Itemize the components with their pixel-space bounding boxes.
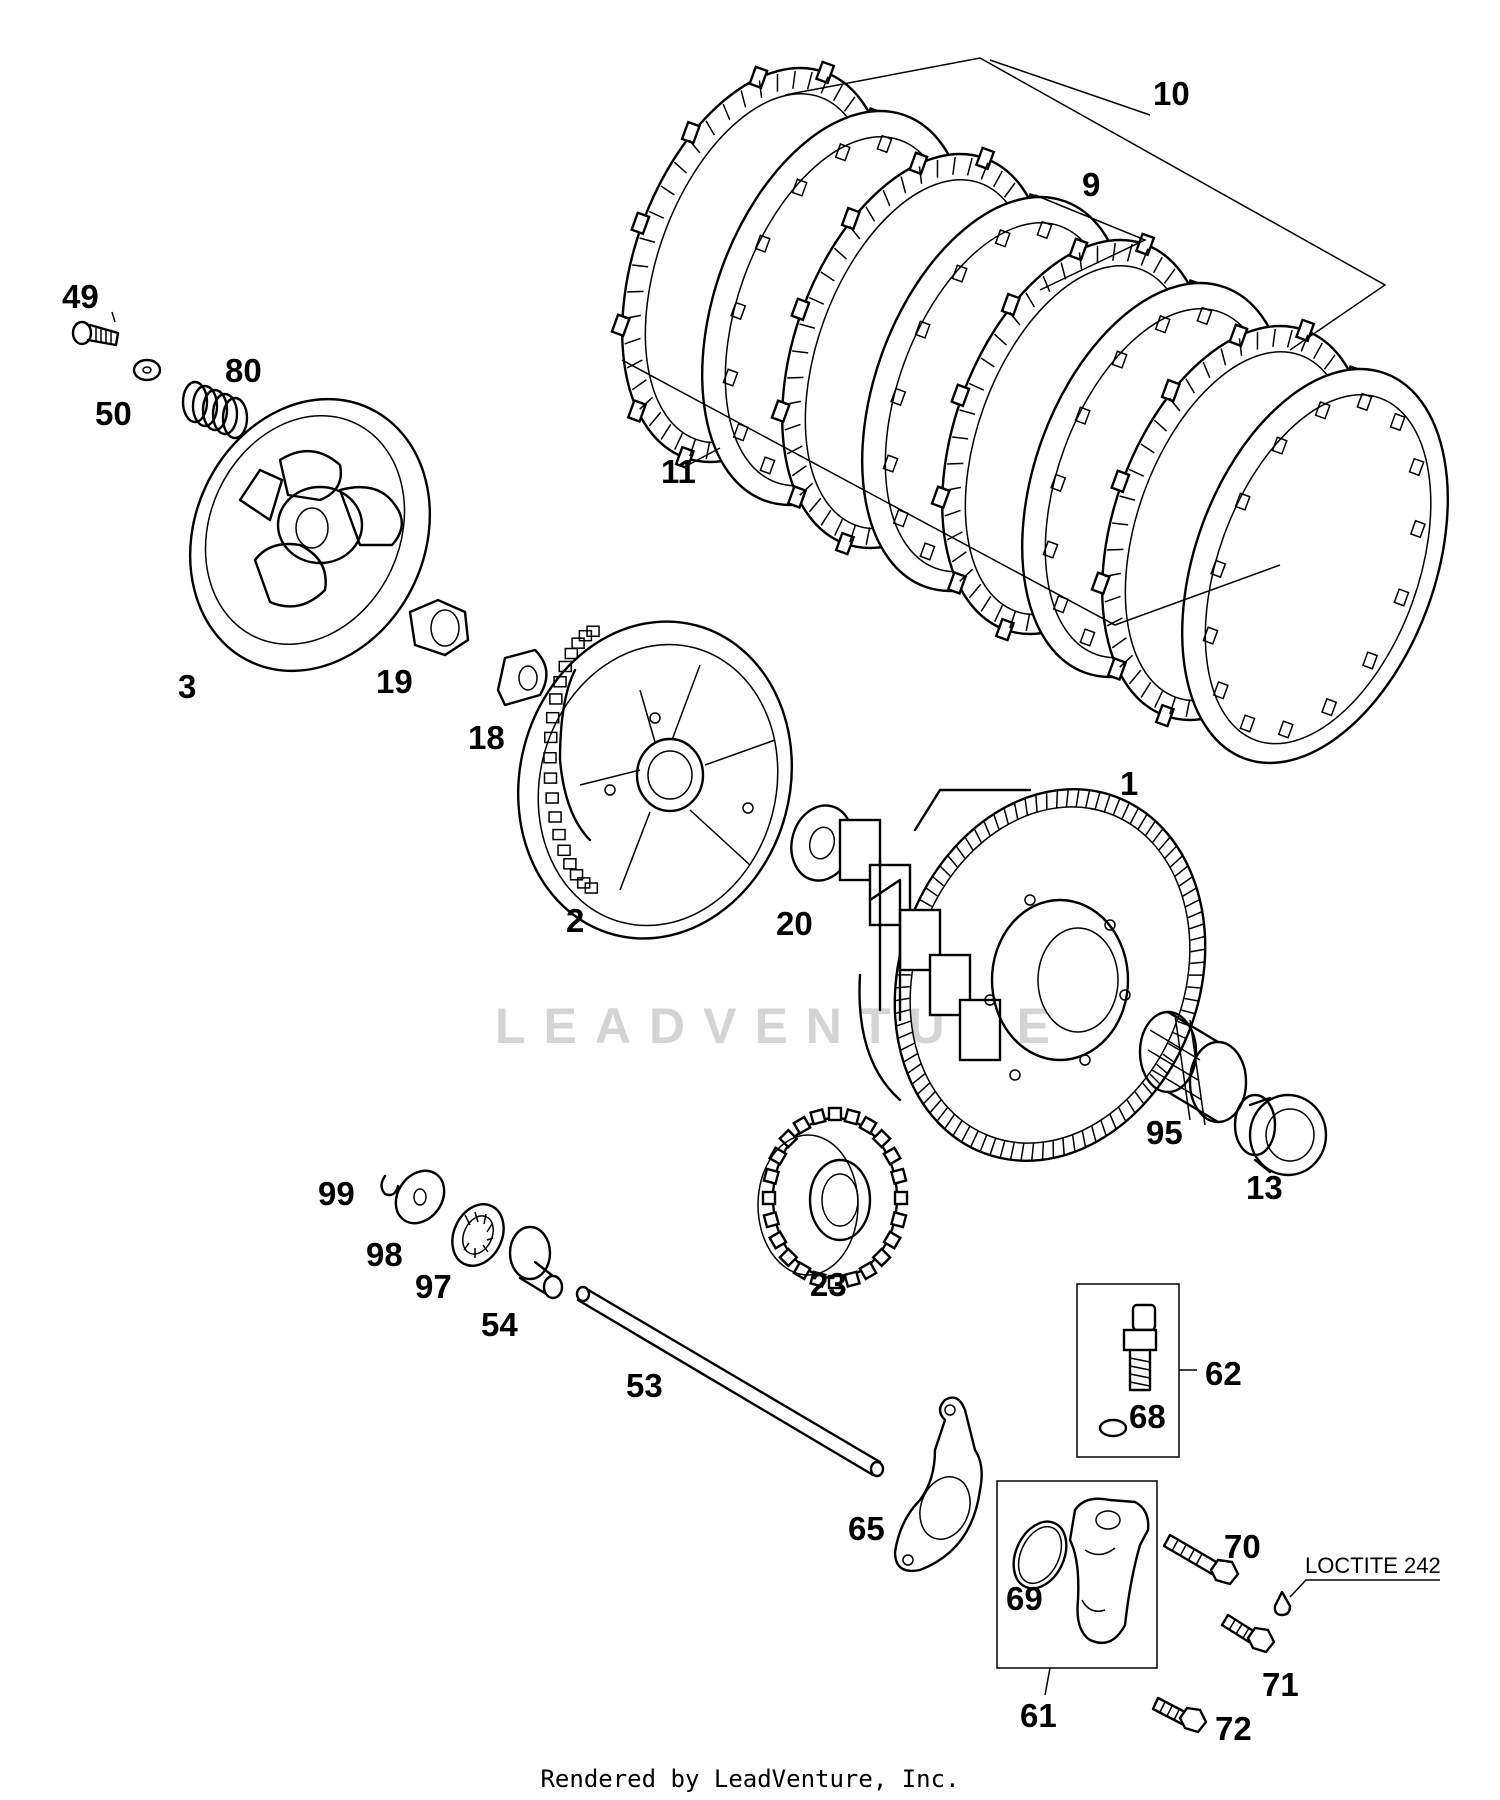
part-80-spring[interactable] — [181, 380, 249, 440]
callout-50: 50 — [95, 395, 132, 432]
part-61-slave-cylinder[interactable] — [1068, 1497, 1150, 1645]
box-61-slave-cylinder-kit — [996, 1480, 1158, 1696]
part-1-clutch-basket[interactable] — [838, 745, 1256, 1205]
callout-11: 11 — [661, 453, 696, 490]
leader-lines — [111, 311, 721, 466]
callout-1: 1 — [1120, 765, 1138, 802]
callout-95: 95 — [1146, 1114, 1183, 1151]
callout-70: 70 — [1224, 1528, 1261, 1565]
box-62-bleeder-kit — [1076, 1283, 1197, 1458]
part-18-lock-washer[interactable] — [496, 648, 548, 707]
callout-61: 61 — [1020, 1697, 1057, 1734]
part-53-pushrod[interactable] — [575, 1285, 885, 1478]
bracket-10-inner — [989, 59, 1151, 116]
callout-19: 19 — [376, 663, 413, 700]
callout-68: 68 — [1129, 1398, 1166, 1435]
callout-18: 18 — [468, 719, 505, 756]
bracket-9 — [1034, 194, 1147, 291]
part-97-thrust-bearing[interactable] — [443, 1196, 514, 1274]
callout-98: 98 — [366, 1236, 403, 1273]
callout-80: 80 — [225, 352, 262, 389]
clutch-plate-stack — [610, 57, 1498, 799]
part-68-seal-ring[interactable] — [1098, 1418, 1128, 1438]
part-19-nut[interactable] — [408, 598, 470, 657]
steel-plate[interactable] — [1132, 332, 1498, 799]
callout-23: 23 — [810, 1266, 847, 1303]
part-23-gear[interactable] — [757, 1106, 909, 1290]
part-3-pressure-plate[interactable] — [147, 360, 474, 711]
part-13-bushing[interactable] — [1233, 1093, 1328, 1177]
callout-72: 72 — [1215, 1710, 1252, 1747]
part-95-needle-bearing[interactable] — [1138, 1010, 1248, 1126]
callout-71: 71 — [1262, 1666, 1299, 1703]
callout-62: 62 — [1205, 1355, 1242, 1392]
callout-69: 69 — [1006, 1580, 1043, 1617]
callout-49: 49 — [62, 278, 99, 315]
part-62-bleeder-valve[interactable] — [1122, 1303, 1158, 1392]
part-50-washer[interactable] — [132, 358, 162, 382]
part-71-bolt[interactable] — [1220, 1613, 1276, 1654]
callout-54: 54 — [481, 1306, 518, 1343]
callout-53: 53 — [626, 1367, 663, 1404]
part-54-pushrod-cap[interactable] — [508, 1225, 564, 1300]
callout-2: 2 — [566, 902, 584, 939]
part-98-washer[interactable] — [386, 1161, 454, 1232]
part-2-clutch-hub[interactable] — [483, 591, 827, 970]
part-70-bolt[interactable] — [1162, 1533, 1240, 1586]
part-72-bolt[interactable] — [1151, 1696, 1208, 1734]
loctite-drop-icon — [1273, 1579, 1440, 1617]
bracket-10 — [784, 57, 1387, 351]
part-49-bolt[interactable] — [71, 320, 120, 347]
callout-97: 97 — [415, 1268, 452, 1305]
callout-99: 99 — [318, 1175, 355, 1212]
callout-3: 3 — [178, 668, 196, 705]
note-loctite-242: LOCTITE 242 — [1305, 1553, 1441, 1578]
part-65-gasket[interactable] — [893, 1396, 983, 1573]
callout-10: 10 — [1153, 75, 1190, 112]
part-69-o-ring[interactable] — [1003, 1513, 1076, 1597]
callout-13: 13 — [1246, 1169, 1283, 1206]
footer-credit: Rendered by LeadVenture, Inc. — [540, 1765, 960, 1793]
bracket-11 — [621, 359, 1281, 626]
part-99-circlip[interactable] — [380, 1174, 400, 1197]
callout-20: 20 — [776, 905, 813, 942]
callout-65: 65 — [848, 1510, 885, 1547]
callout-9: 9 — [1082, 166, 1100, 203]
